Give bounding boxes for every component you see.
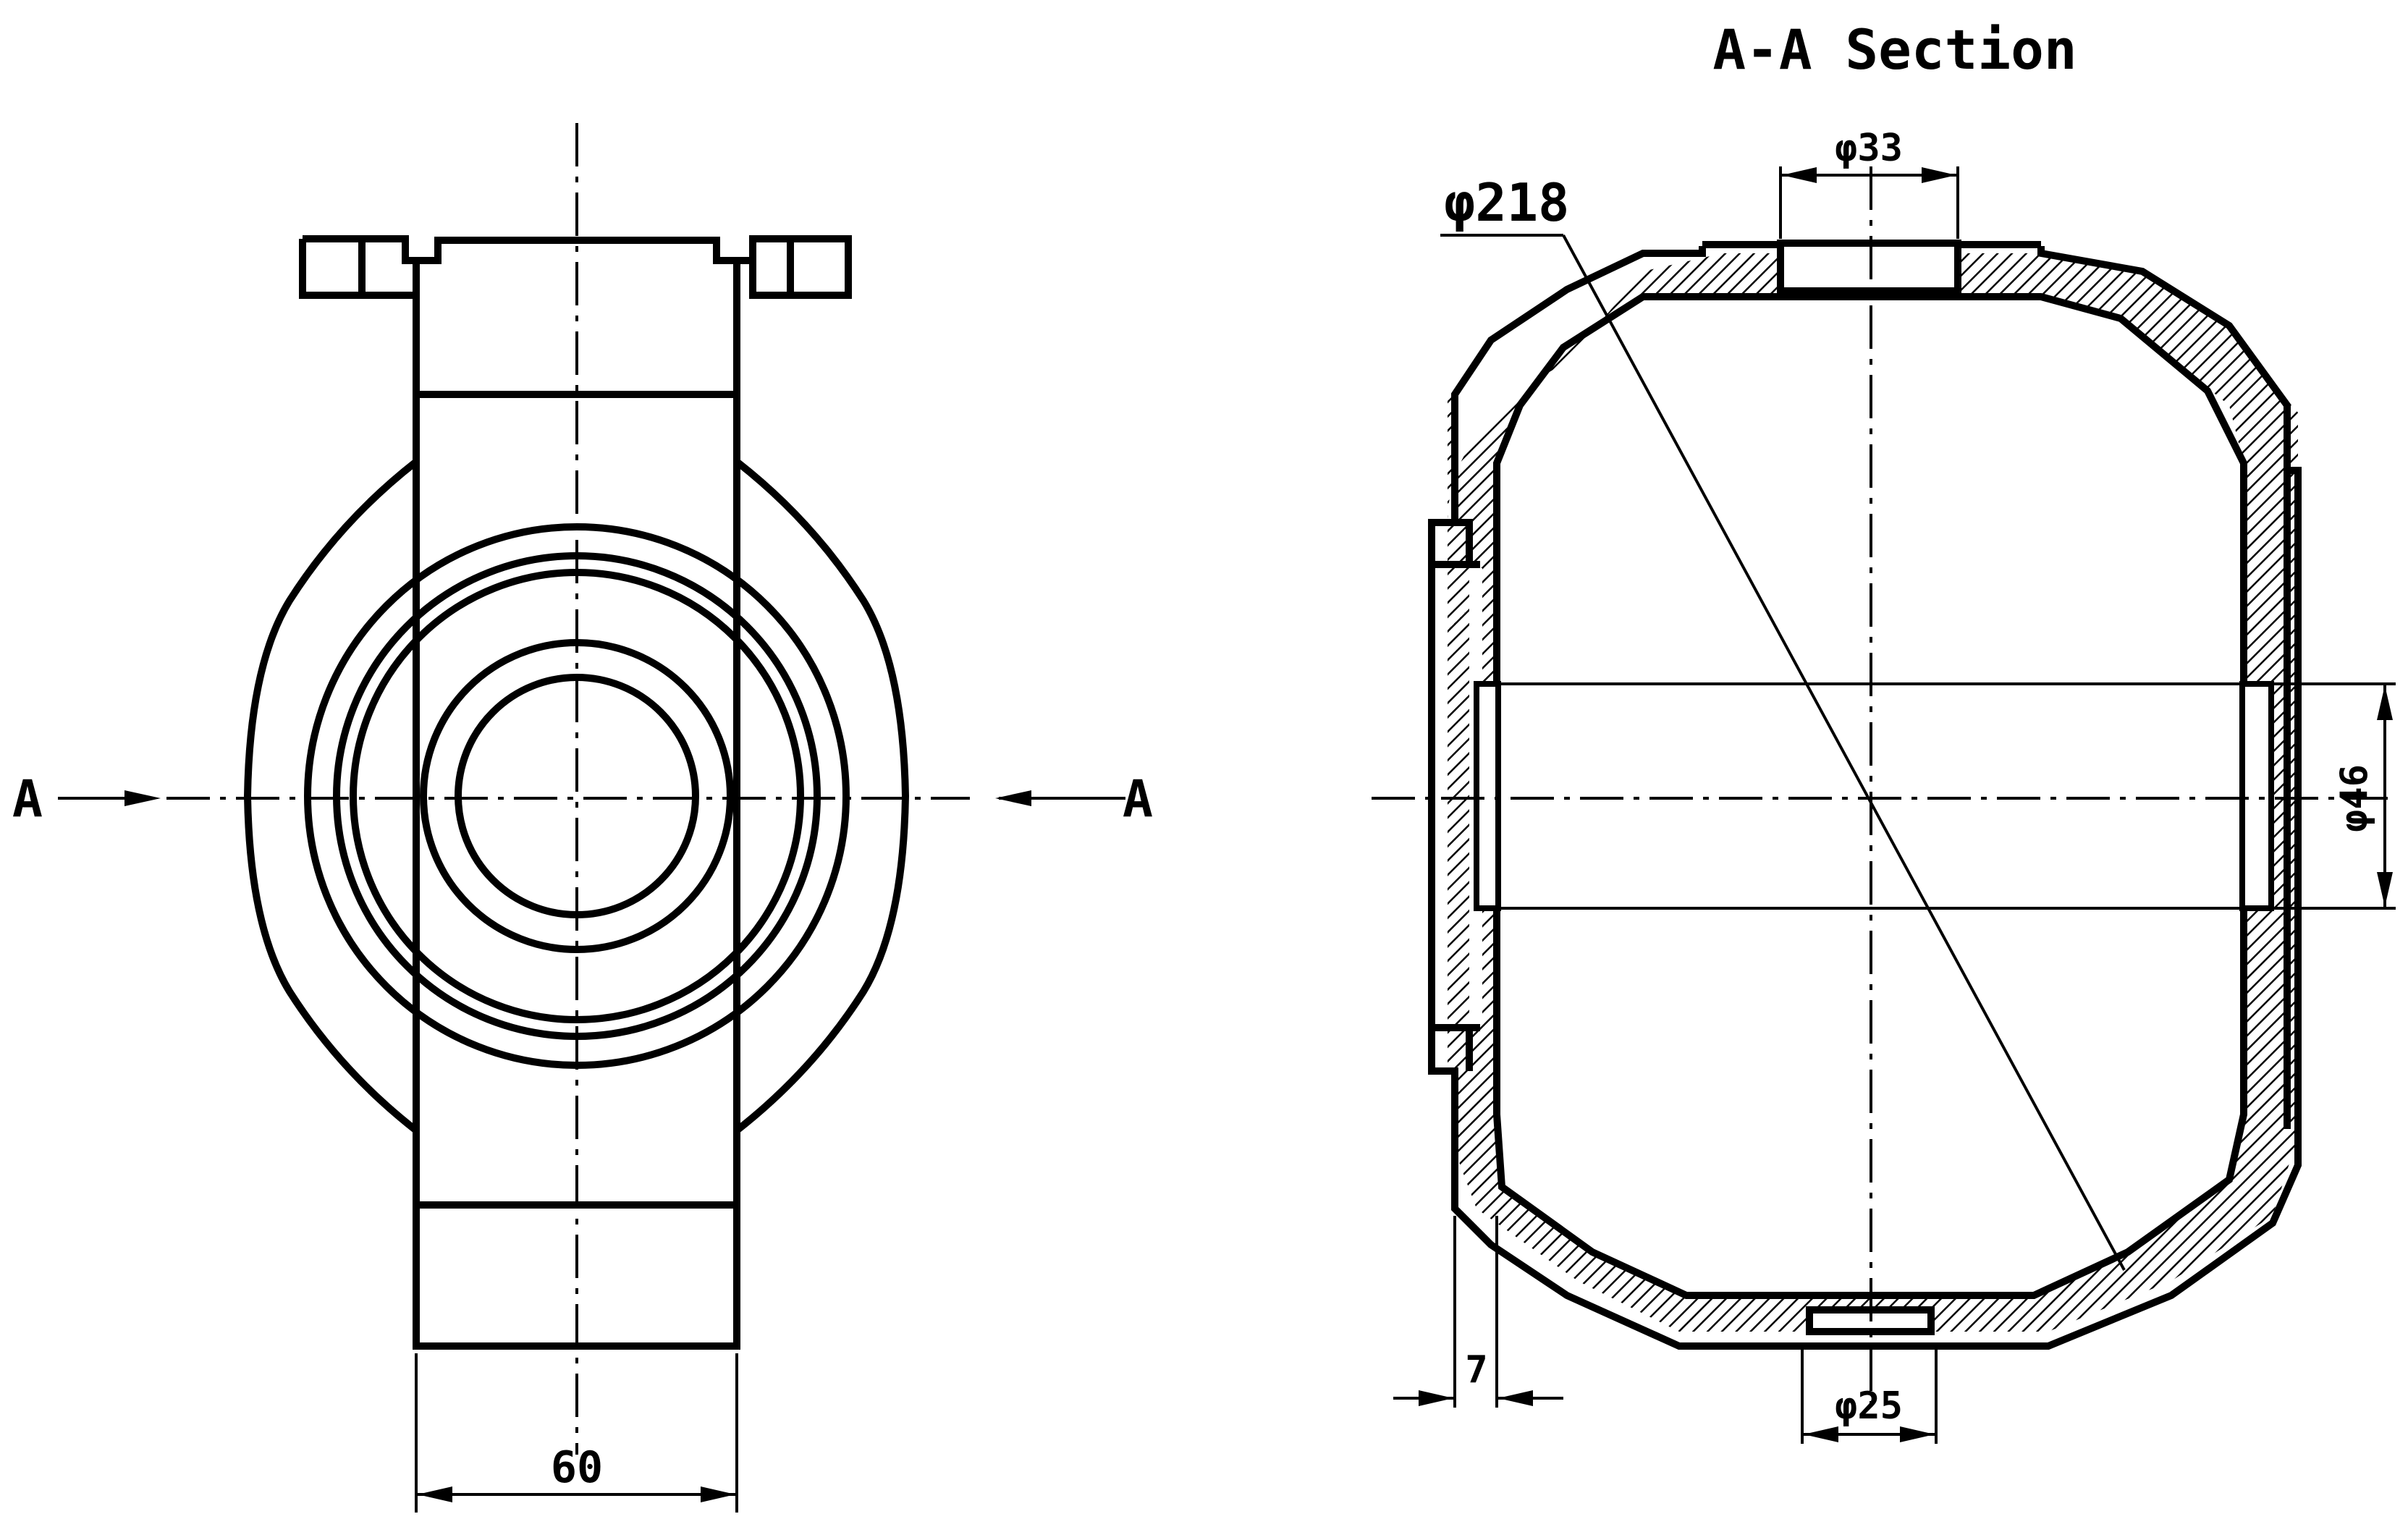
- phi25-label: φ25: [1835, 1384, 1903, 1428]
- section-mark-left: A: [12, 769, 43, 829]
- shell-hatching: [1448, 253, 2298, 1332]
- phi218-label: φ218: [1444, 172, 1569, 233]
- section-arrow-left-head: [124, 790, 161, 806]
- shell-inner: [1493, 293, 2247, 1299]
- section-title: A-A Section: [1712, 17, 2077, 82]
- phi25-arrow-right: [1900, 1426, 1935, 1442]
- phi33-arrow-left: [1782, 167, 1817, 183]
- section-arrow-right-head: [995, 790, 1031, 806]
- section-view: A-A Section φ218: [1372, 17, 2396, 1444]
- left-boss: [1432, 519, 1480, 1071]
- side-hole-left: [1474, 681, 1501, 911]
- dim-60-arrow-left: [418, 1486, 452, 1502]
- top-flange: [299, 235, 852, 299]
- wall-arrow-right: [1498, 1390, 1533, 1406]
- dim-60-label: 60: [551, 1442, 603, 1493]
- wall-arrow-left: [1419, 1390, 1453, 1406]
- wall-label: 7: [1465, 1348, 1487, 1392]
- phi33-arrow-right: [1922, 167, 1956, 183]
- phi25-arrow-left: [1804, 1426, 1838, 1442]
- left-lug: [243, 459, 419, 1133]
- top-hole: [1777, 240, 1961, 295]
- phi46-arrow-top: [2377, 685, 2393, 720]
- section-mark-right: A: [1123, 769, 1153, 829]
- side-hole-right: [2239, 681, 2274, 911]
- phi46-arrow-bottom: [2377, 872, 2393, 907]
- front-view: A A 60: [12, 123, 1153, 1513]
- phi33-label: φ33: [1835, 127, 1903, 170]
- shell-outer: [1428, 246, 2302, 1350]
- phi46-label: φ46: [2333, 764, 2376, 832]
- phi218-diameter-line: [1562, 234, 2126, 1271]
- dim-60-arrow-right: [701, 1486, 735, 1502]
- right-lug: [734, 459, 910, 1133]
